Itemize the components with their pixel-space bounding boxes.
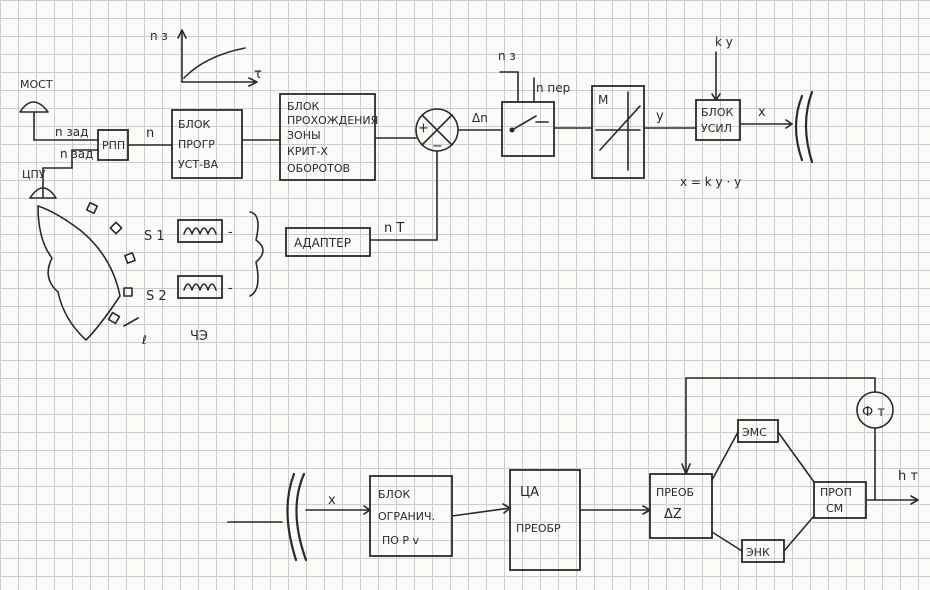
limiter-m-block <box>591 85 645 179</box>
power-limit-line-2: ОГРАНИЧ. <box>378 510 435 523</box>
line-break-symbol-bottom <box>286 472 308 562</box>
s1-label: S 1 <box>144 229 165 244</box>
x-signal-label: x <box>758 105 766 120</box>
power-limit-line-1: БЛОК <box>378 488 410 501</box>
n-z-label: n з <box>498 49 516 63</box>
amplifier-line-2: УСИЛ <box>701 122 732 135</box>
graph-y-label: n з <box>150 29 168 43</box>
s2-label: S 2 <box>146 289 167 304</box>
program-curve-graph <box>177 29 258 87</box>
h-t-label: h т <box>898 469 918 484</box>
converter-block <box>649 473 713 539</box>
ky-label: k y <box>715 35 733 49</box>
program-device-line-2: ПРОГР <box>178 138 215 151</box>
converter-line-2: ΔZ <box>664 507 682 522</box>
prop-sm-line-1: ПРОП <box>820 486 852 499</box>
adapter-label: АДАПТЕР <box>294 236 351 250</box>
dac-line-1: ЦА <box>520 485 539 500</box>
gain-formula: x = k y · y <box>680 175 741 189</box>
amplifier-line-1: БЛОК <box>701 106 733 119</box>
converter-line-1: ПРЕОБ <box>656 486 694 499</box>
coil-1-dash: - <box>228 225 233 240</box>
gear-wheel <box>37 201 136 341</box>
rpp-label: РПП <box>102 139 125 152</box>
critical-zone-line-2: ПРОХОЖДЕНИЯ <box>287 114 378 127</box>
n-per-label: n пер <box>536 81 570 95</box>
critical-rpm-zone-block <box>279 93 376 181</box>
control-panel-sensor <box>29 149 99 199</box>
amplifier-block <box>695 99 741 141</box>
coil-sensor-2 <box>177 275 223 299</box>
y-signal-label: y <box>656 109 664 124</box>
coil-brace <box>249 211 264 297</box>
control-panel-label: ЦПУ <box>22 168 46 181</box>
program-device-block <box>171 109 243 179</box>
prop-sm-line-2: СМ <box>826 502 843 515</box>
program-device-line-3: УСТ-ВА <box>178 158 219 171</box>
bridge-label: МОСТ <box>20 78 53 91</box>
delta-n-label: Δn <box>472 111 488 125</box>
coil-2-dash: - <box>228 281 233 296</box>
power-limit-line-3: ПО P v <box>382 534 420 547</box>
m-label: M <box>598 93 608 107</box>
sum-minus-sign: − <box>432 139 443 154</box>
x-bottom-label: x <box>328 493 336 508</box>
n-output-label: n <box>146 126 154 141</box>
graph-x-label: τ <box>254 67 262 82</box>
program-device-line-1: БЛОК <box>178 118 210 131</box>
switch-block <box>501 101 555 157</box>
n-zad-top-label: n зад <box>55 125 88 139</box>
bridge-sensor <box>19 101 99 141</box>
ems-block <box>737 419 779 443</box>
sensing-element-label: ЧЭ <box>190 329 208 344</box>
critical-zone-line-1: БЛОК <box>287 100 319 113</box>
critical-zone-line-4: КРИТ-Х <box>287 145 328 158</box>
critical-zone-line-3: ЗОНЫ <box>287 129 321 142</box>
n-t-label: n T <box>384 221 404 236</box>
enk-label: ЭНК <box>746 546 770 559</box>
line-break-symbol-top <box>794 90 814 164</box>
n-zad-bottom-label: n зад <box>60 147 93 161</box>
dac-line-2: ПРЕОБР <box>516 522 561 535</box>
critical-zone-line-5: ОБОРОТОВ <box>287 162 350 175</box>
adapter-block <box>285 227 371 257</box>
coil-sensor-1 <box>177 219 223 243</box>
dac-block <box>509 469 581 571</box>
ems-label: ЭМС <box>742 426 767 439</box>
ell-label: ℓ <box>141 333 147 347</box>
phi-t-label: Ф т <box>862 405 885 420</box>
sum-plus-sign: + <box>418 121 429 136</box>
